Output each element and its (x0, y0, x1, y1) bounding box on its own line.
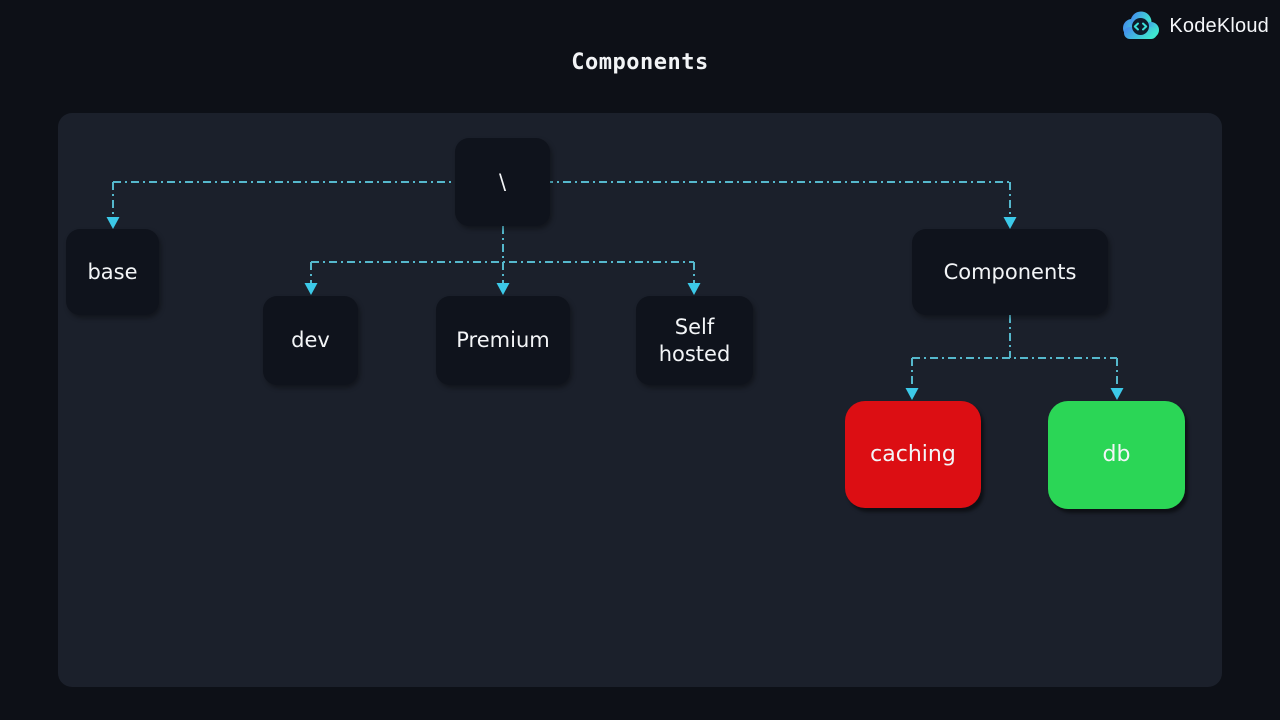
node-db: db (1048, 401, 1185, 509)
node-root: \ (455, 138, 550, 226)
node-label: Components (943, 259, 1077, 284)
node-label: \ (498, 169, 507, 194)
node-premium: Premium (436, 296, 570, 385)
node-dev: dev (263, 296, 358, 385)
node-label: dev (291, 328, 330, 353)
node-components: Components (912, 229, 1108, 315)
kodekloud-cloud-icon (1123, 11, 1160, 39)
slide-title: Components (571, 50, 709, 75)
kodekloud-logo-text: KodeKloud (1169, 14, 1269, 37)
node-caching: caching (845, 401, 981, 508)
diagram-panel (58, 113, 1222, 687)
node-label: Self hosted (658, 315, 731, 366)
node-label: Premium (456, 328, 550, 353)
node-label: caching (870, 441, 956, 467)
kodekloud-logo: KodeKloud (1119, 9, 1269, 43)
node-label: base (87, 259, 138, 284)
node-base: base (66, 229, 159, 315)
node-self-hosted: Self hosted (636, 296, 753, 385)
node-label: db (1102, 442, 1131, 468)
code-badge (1132, 18, 1150, 35)
code-brackets-icon (1134, 22, 1148, 31)
